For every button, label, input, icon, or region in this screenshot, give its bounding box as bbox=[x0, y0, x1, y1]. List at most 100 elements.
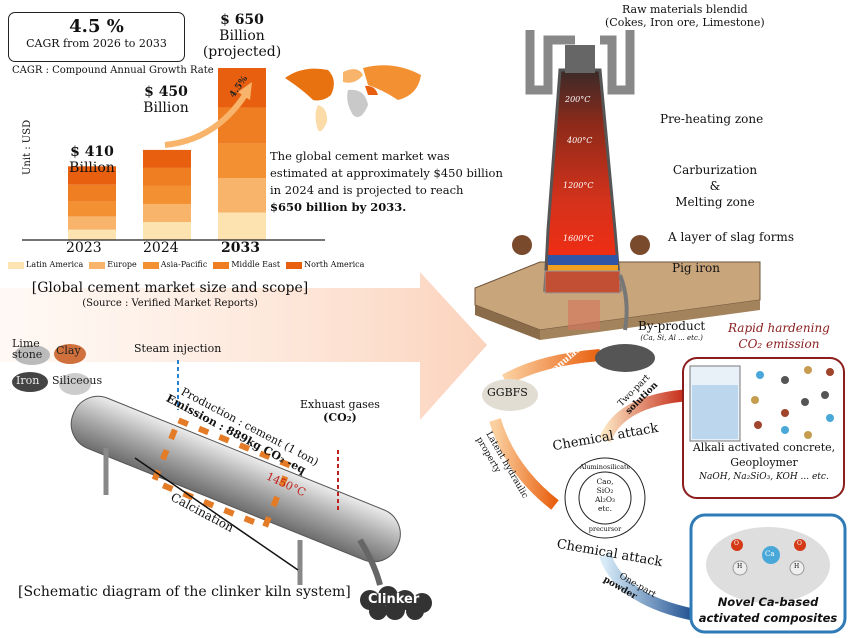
legend-label: Asia-Pacific bbox=[160, 260, 208, 269]
two-part-arrow bbox=[599, 389, 691, 443]
legend-swatch bbox=[142, 261, 159, 269]
aluminosilicate-label: Aluminosilicate bbox=[579, 463, 631, 471]
temp-1600: 1600°C bbox=[563, 234, 594, 243]
rapid-hardening-label: Rapid hardening CO₂ emission bbox=[728, 320, 830, 352]
value-label-2033: $ 650 Billion (projected) bbox=[198, 12, 286, 60]
world-map bbox=[285, 65, 421, 132]
cagr-box: 4.5 % CAGR from 2026 to 2033 bbox=[8, 12, 185, 62]
legend-label: Europe bbox=[107, 260, 137, 269]
slag-pile bbox=[595, 344, 655, 372]
raw-material-rocks bbox=[12, 344, 91, 395]
bar-segment-europe-2023 bbox=[68, 216, 116, 230]
granulated-arrow bbox=[502, 349, 601, 386]
h-label-right: H bbox=[794, 563, 800, 570]
raw-materials-label: Raw materials blendid (Cokes, Iron ore, … bbox=[605, 3, 765, 29]
carb-amp: & bbox=[709, 179, 721, 193]
bar-segment-latin-america-2023 bbox=[68, 229, 116, 240]
pig-iron-label: Pig iron bbox=[672, 261, 720, 275]
bar-segment-middle-east-2033 bbox=[218, 107, 266, 144]
legend-swatch bbox=[89, 261, 106, 269]
chart-source: (Source : Verified Market Reports) bbox=[82, 298, 258, 309]
amount: $ 410 bbox=[70, 144, 114, 160]
legend-swatch bbox=[8, 261, 24, 269]
x-tick-2024: 2024 bbox=[143, 240, 179, 256]
comp: Cao, bbox=[596, 477, 614, 486]
comp: Al₂O₃ bbox=[595, 495, 615, 504]
growth-arrow bbox=[164, 93, 248, 148]
value-label-2024: $ 450 Billion bbox=[124, 84, 208, 116]
precursor-composition: Cao, SiO₂ Al₂O₃ etc. bbox=[585, 477, 625, 513]
legend-item: Europe bbox=[89, 260, 137, 269]
unit: Billion bbox=[143, 100, 189, 116]
legend-swatch bbox=[286, 261, 303, 269]
steam-injection-label: Steam injection bbox=[134, 342, 222, 355]
text-line: estimated at approximately $450 billion bbox=[270, 166, 503, 180]
one-part-arrow bbox=[599, 552, 697, 621]
exhaust-label: Exhuast gases (CO₂) bbox=[300, 398, 380, 424]
material-siliceous: Siliceous bbox=[52, 374, 103, 387]
growth-arrowhead bbox=[238, 82, 252, 100]
note: (projected) bbox=[202, 44, 282, 60]
bar-segment-north-america-2024 bbox=[143, 149, 191, 168]
byproduct-text: By-product bbox=[638, 319, 706, 333]
clinker-pile bbox=[360, 586, 432, 620]
co2-text: CO₂ emission bbox=[738, 337, 820, 351]
legend-item: North America bbox=[286, 260, 364, 269]
bar-segment-middle-east-2024 bbox=[143, 167, 191, 186]
x-tick-2033: 2033 bbox=[221, 240, 260, 256]
molecule-dots bbox=[751, 366, 834, 439]
kiln bbox=[70, 395, 401, 563]
alkali-text: Alkali activated concrete, bbox=[692, 441, 836, 454]
o-label-right: O bbox=[797, 540, 802, 547]
cagr-caption: CAGR from 2026 to 2033 bbox=[26, 37, 167, 50]
legend-item: Middle East bbox=[213, 260, 280, 269]
ggbfs-label: GGBFS bbox=[487, 386, 528, 399]
comp: etc. bbox=[597, 504, 613, 513]
legend-item: Asia-Pacific bbox=[142, 260, 208, 269]
bar-segment-asia-pacific-2024 bbox=[143, 185, 191, 204]
reagents-text: NaOH, Na₂SiO₃, KOH ... etc. bbox=[699, 472, 829, 482]
raw-text: Raw materials blendid bbox=[621, 3, 748, 16]
bar-segment-asia-pacific-2033 bbox=[218, 143, 266, 179]
text-line: $650 billion by 2033. bbox=[270, 200, 407, 214]
legend-label: Middle East bbox=[231, 260, 281, 269]
amount: $ 650 bbox=[220, 12, 264, 28]
rapid-text: Rapid hardening bbox=[728, 321, 830, 335]
o-label-left: O bbox=[734, 540, 739, 547]
unit: Billion bbox=[219, 28, 265, 44]
temp-200: 200°C bbox=[565, 95, 591, 104]
novel-text: Novel Ca-based bbox=[717, 595, 819, 609]
composites-text: activated composites bbox=[698, 611, 838, 625]
legend-label: Latin America bbox=[26, 260, 84, 269]
precursor-inner-circle bbox=[578, 471, 632, 525]
legend-label: North America bbox=[304, 260, 365, 269]
material-limestone: Lime stone bbox=[12, 337, 43, 361]
bar-segment-middle-east-2023 bbox=[68, 184, 116, 202]
byproduct-detail: (Ca, Si, Al ... etc.) bbox=[640, 334, 703, 342]
unit: Billion bbox=[69, 160, 115, 176]
precursor-label: precursor bbox=[588, 525, 622, 533]
blast-furnace bbox=[474, 30, 761, 340]
h-label-left: H bbox=[737, 563, 743, 570]
geopolymer-text: Geoploymer bbox=[730, 456, 798, 469]
raw-detail: (Cokes, Iron ore, Limestone) bbox=[605, 16, 765, 29]
cagr-value: 4.5 % bbox=[69, 16, 124, 37]
chart-title: [Global cement market size and scope] bbox=[31, 280, 309, 296]
slag-label: A layer of slag forms bbox=[668, 230, 794, 244]
legend-item: Latin America bbox=[8, 260, 83, 269]
x-tick-2023: 2023 bbox=[66, 240, 102, 256]
temp-400: 400°C bbox=[567, 136, 593, 145]
material-clay: Clay bbox=[56, 344, 81, 357]
text-line: in 2024 and is projected to reach bbox=[270, 183, 464, 197]
carb-melting: Melting zone bbox=[675, 195, 755, 209]
market-bar-chart bbox=[22, 68, 325, 241]
ggbfs-pile bbox=[482, 379, 538, 411]
bar-segment-europe-2033 bbox=[218, 178, 266, 213]
material-iron: Iron bbox=[16, 374, 40, 387]
exhaust-text: Exhuast gases bbox=[300, 398, 380, 411]
exhaust-formula: (CO₂) bbox=[323, 411, 357, 424]
amount: $ 450 bbox=[144, 84, 188, 100]
latent-arrow bbox=[489, 418, 559, 510]
